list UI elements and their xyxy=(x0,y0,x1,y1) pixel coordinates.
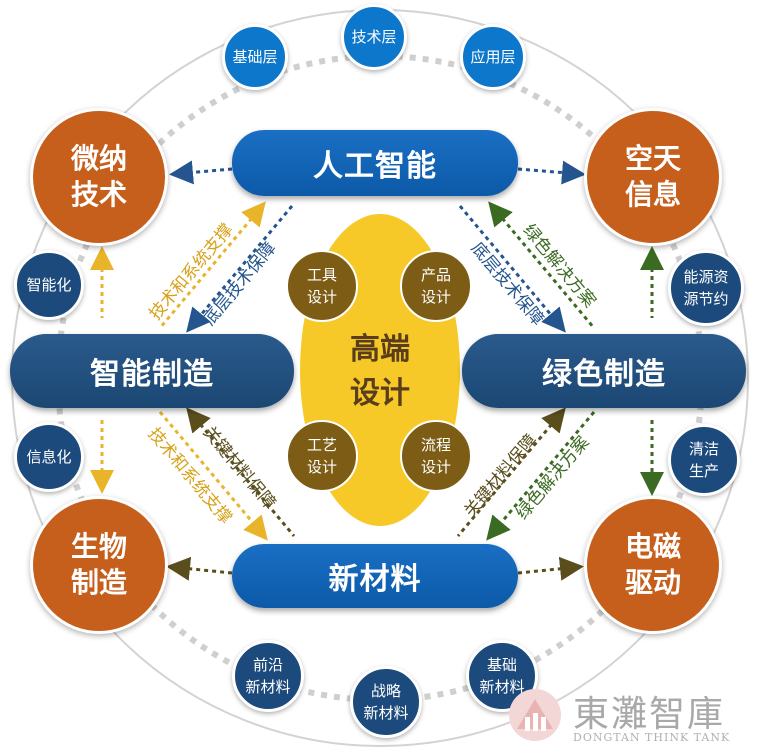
orbit-node-informatization: 信息化 xyxy=(14,422,84,492)
core-node-product-design: 产品 设计 xyxy=(400,250,472,322)
core-node-workflow-design: 流程 设计 xyxy=(400,420,472,492)
center-title: 高端 设计 xyxy=(350,332,410,411)
orbit-node-base-layer: 基础层 xyxy=(222,24,288,90)
corner-micro-nano: 微纳 技术 xyxy=(30,108,168,246)
watermark: 東灘智庫 DONGTAN THINK TANK xyxy=(505,685,750,745)
orbit-node-basic-materials: 基础 新材料 xyxy=(466,640,538,712)
core-node-process-design: 工艺 设计 xyxy=(286,420,358,492)
orbit-node-intelligentization: 智能化 xyxy=(14,250,84,320)
orbit-node-clean-production: 清洁 生产 xyxy=(668,424,740,496)
orbit-node-frontier-materials: 前沿 新材料 xyxy=(232,640,304,712)
core-node-tool-design: 工具 设计 xyxy=(286,250,358,322)
corner-bio-manufacturing: 生物 制造 xyxy=(30,496,168,634)
watermark-name: 東灘智庫 xyxy=(573,694,726,735)
orbit-node-strategic-materials: 战略 新材料 xyxy=(350,666,422,738)
orbit-node-tech-layer: 技术层 xyxy=(341,4,407,70)
pillar-ai: 人工智能 xyxy=(232,130,518,196)
pillar-new-materials: 新材料 xyxy=(232,544,518,608)
watermark-logo-icon xyxy=(509,689,561,741)
corner-aerospace-info: 空天 信息 xyxy=(584,108,722,246)
orbit-node-application-layer: 应用层 xyxy=(460,24,526,90)
corner-electromagnetic-drive: 电磁 驱动 xyxy=(584,496,722,634)
pillar-intelligent-manufacturing: 智能制造 xyxy=(10,334,294,408)
orbit-node-energy-saving: 能源资 源节约 xyxy=(668,250,744,326)
pillar-green-manufacturing: 绿色制造 xyxy=(462,334,746,408)
watermark-subtitle: DONGTAN THINK TANK xyxy=(573,731,731,744)
